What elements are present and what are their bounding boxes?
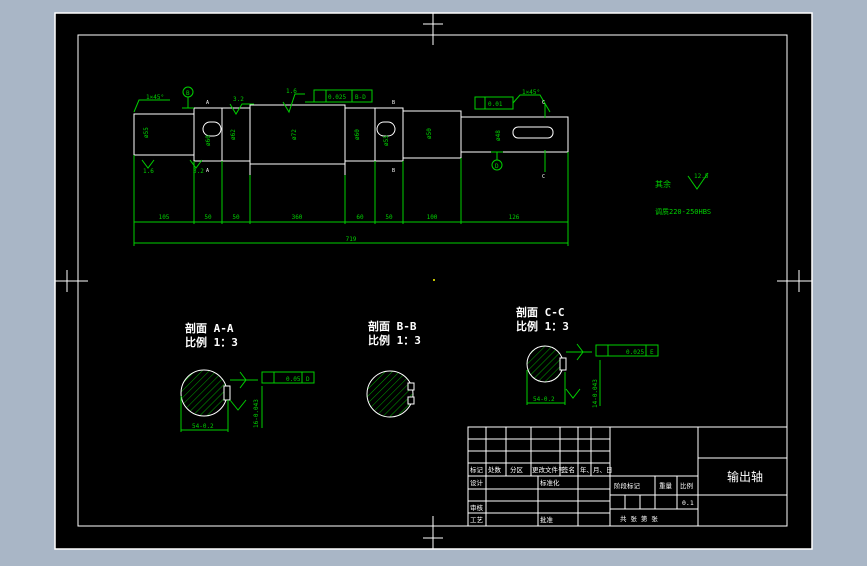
shaft-outline: ø55 ø60 ø62 ø72 ø60 ø55 ø50 ø48: [133, 104, 569, 175]
tb-sheets: 共 张 第 张: [620, 514, 658, 523]
datum-b-label: B: [186, 90, 190, 97]
tol-value: 0.05: [286, 376, 301, 383]
section-scale: 比例 1：3: [368, 333, 421, 347]
roughness-label: 1.6: [286, 88, 297, 95]
top-annotations: 1×45° B 3.2 1.6 0.025 B-D 0.01 1×45° D 1…: [133, 86, 551, 180]
chamfer-label: 1×45°: [146, 94, 164, 101]
dim-label: 54-0.2: [192, 423, 214, 430]
dim-label: 14-0.043: [592, 379, 599, 408]
section-mark: B: [392, 100, 395, 106]
tb-design: 设计: [470, 478, 484, 487]
length-label: 360: [292, 214, 303, 221]
section-title: 剖面 C-C: [516, 305, 565, 319]
tol-ref: E: [650, 349, 654, 356]
tol-ref: D: [306, 376, 310, 383]
tol-value: 0.025: [626, 349, 644, 356]
dia-label: ø72: [291, 129, 298, 140]
title-block: 标记 处数 分区 更改文件号 签名 年、月、日 设计 标准化 审核 工艺 批准 …: [467, 426, 788, 527]
runout-value: 0.025: [328, 94, 346, 101]
tb-stage: 阶段标记: [614, 481, 641, 490]
dim-label: 16-0.043: [253, 399, 260, 428]
section-mark: A: [206, 168, 209, 174]
dia-label: ø60: [354, 129, 361, 140]
dia-label: ø48: [495, 130, 502, 141]
length-label: 50: [232, 214, 240, 221]
total-length-label: 719: [346, 236, 357, 243]
other-label: 其余: [655, 179, 671, 189]
section-mark: A: [206, 100, 209, 106]
section-mark: B: [392, 168, 395, 174]
centering-marks: [55, 13, 812, 549]
dia-label: ø62: [230, 129, 237, 140]
length-label: 105: [159, 214, 170, 221]
length-label: 50: [385, 214, 393, 221]
sym-value: 0.01: [488, 101, 503, 108]
length-label: 126: [509, 214, 520, 221]
tb-label: 年、月、日: [580, 465, 613, 474]
datum-label: D: [495, 163, 499, 170]
tb-label: 更改文件号: [532, 465, 565, 474]
tb-label: 签名: [562, 465, 575, 474]
section-scale: 比例 1：3: [516, 319, 569, 333]
section-mark: C: [542, 100, 545, 106]
tb-approve: 批准: [540, 515, 554, 524]
section-mark: C: [542, 174, 545, 180]
tb-label: 分区: [510, 465, 524, 474]
tb-label: 标记: [470, 465, 484, 474]
runout-ref: B-D: [355, 94, 366, 101]
section-title: 剖面 A-A: [185, 321, 234, 335]
length-label: 100: [427, 214, 438, 221]
dim-label: 54-0.2: [533, 396, 555, 403]
dia-label: ø55: [143, 127, 150, 138]
dia-label: ø50: [426, 128, 433, 139]
chamfer-label: 1×45°: [522, 89, 540, 96]
center-dot: [433, 279, 435, 281]
section-a-view: 0.05 D 54-0.2 16-0.043: [180, 369, 315, 432]
section-c-view: 0.025 E 54-0.2 14-0.043: [526, 343, 659, 408]
dia-label: ø60: [205, 135, 212, 146]
part-name: 输出轴: [727, 469, 763, 484]
tb-process: 工艺: [470, 516, 484, 524]
other-rough: 12.5: [694, 173, 709, 180]
roughness-label: 3.2: [193, 168, 204, 175]
length-dimensions: 105 50 50 360 60 50 100 126 719: [133, 152, 569, 246]
section-scale: 比例 1：3: [185, 335, 238, 349]
dia-label: ø55: [383, 135, 390, 146]
length-label: 50: [204, 214, 212, 221]
roughness-label: 3.2: [233, 96, 244, 103]
tb-standard: 标准化: [540, 478, 560, 487]
sheet-background: [54, 12, 813, 550]
tb-review: 审核: [470, 503, 484, 512]
section-b-view: [366, 370, 415, 418]
length-label: 60: [356, 214, 364, 221]
technical-notes: 其余 12.5 调质220-250HBS: [655, 172, 711, 216]
tb-ratio-value: 0.1: [682, 499, 694, 507]
section-title: 剖面 B-B: [368, 319, 417, 333]
tb-label: 处数: [488, 465, 502, 474]
tb-ratio: 比例: [680, 481, 693, 490]
heat-treatment: 调质220-250HBS: [655, 207, 711, 216]
roughness-label: 1.6: [143, 168, 154, 175]
tb-weight: 重量: [659, 482, 673, 490]
